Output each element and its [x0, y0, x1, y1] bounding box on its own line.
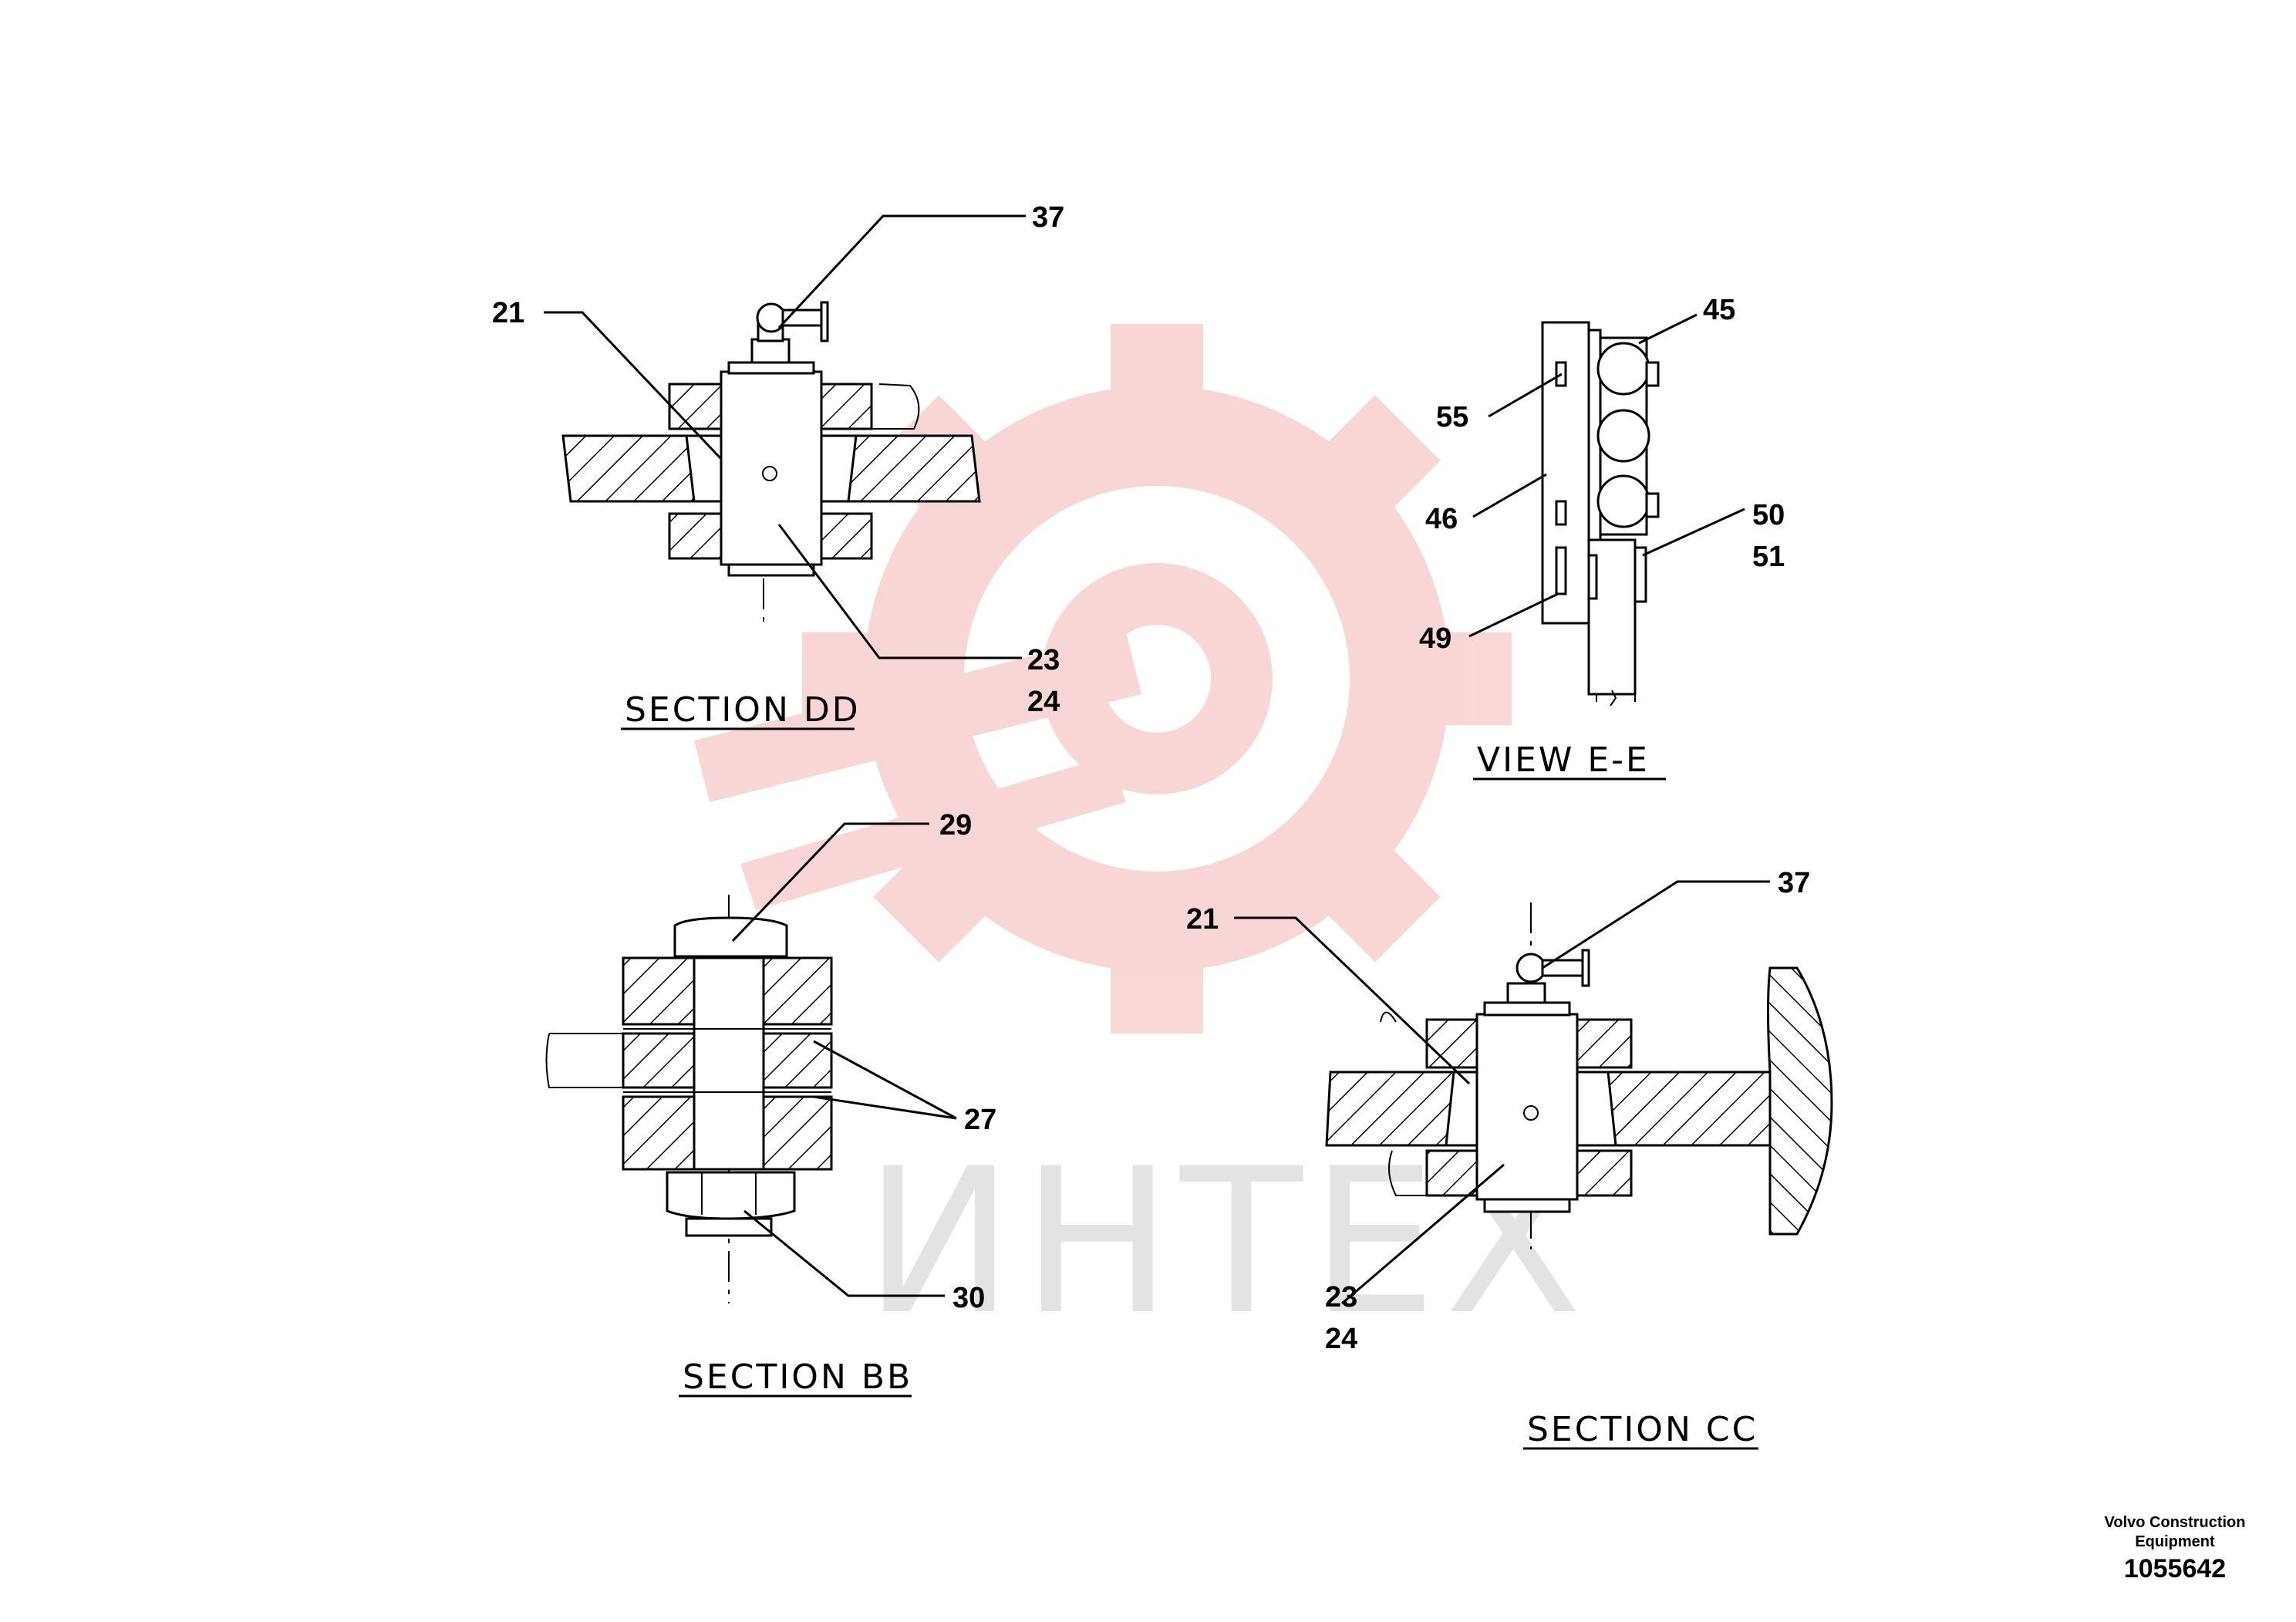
- title-section-cc: SECTION CC: [1527, 1410, 1758, 1449]
- callout-ee-49: 49: [1419, 622, 1451, 655]
- callout-bb-30: 30: [952, 1282, 985, 1314]
- drawing-number: 1055642: [2123, 1554, 2227, 1583]
- callout-ee-45: 45: [1703, 294, 1735, 326]
- callout-dd-23: 23: [1027, 644, 1060, 676]
- callout-ee-51: 51: [1752, 541, 1785, 573]
- company-name-line1: Volvo Construction: [2104, 1514, 2246, 1531]
- callout-dd-24: 24: [1027, 686, 1060, 718]
- callout-ee-50: 50: [1752, 499, 1785, 531]
- callout-cc-37: 37: [1778, 867, 1810, 899]
- section-cc: [1325, 902, 1833, 1249]
- watermark-logo-icon: [694, 324, 1512, 1034]
- callout-dd-37: 37: [1032, 201, 1064, 234]
- section-bb: [545, 895, 833, 1303]
- company-name-line2: Equipment: [2135, 1533, 2215, 1550]
- leader-lines: [544, 214, 1770, 1305]
- callout-ee-55: 55: [1436, 401, 1468, 433]
- title-section-bb: SECTION BB: [683, 1357, 912, 1397]
- callout-ee-46: 46: [1425, 503, 1458, 535]
- callout-dd-21: 21: [492, 297, 524, 329]
- callout-bb-29: 29: [939, 809, 972, 841]
- title-section-dd: SECTION DD: [625, 690, 861, 730]
- callout-bb-27: 27: [964, 1104, 996, 1136]
- callout-cc-21: 21: [1186, 903, 1219, 936]
- view-ee: [1541, 321, 1660, 706]
- section-dd: [561, 301, 981, 625]
- title-view-ee: VIEW E-E: [1477, 740, 1650, 780]
- callout-cc-24: 24: [1325, 1323, 1357, 1355]
- title-block: Volvo Construction Equipment 1055642: [2082, 1513, 2267, 1586]
- callout-cc-23: 23: [1325, 1281, 1357, 1313]
